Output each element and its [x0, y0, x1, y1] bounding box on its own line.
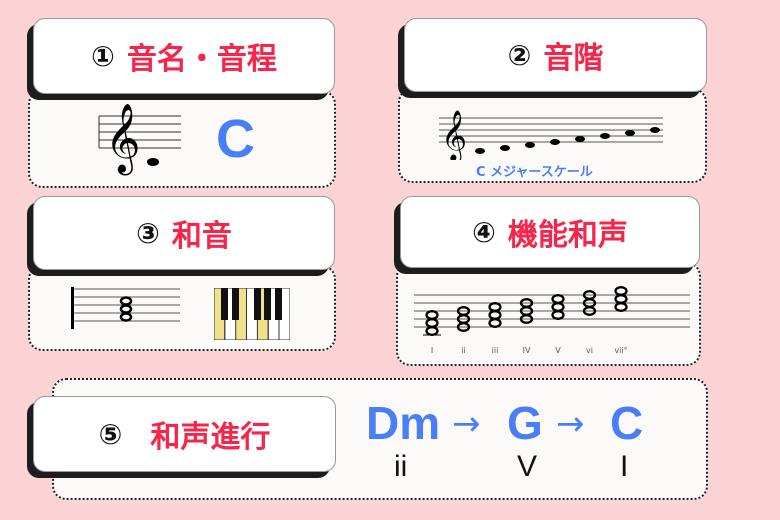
function-ii: ii	[394, 450, 408, 483]
chord-2	[456, 306, 471, 332]
number-1: ①	[91, 39, 115, 73]
arrow-2: →	[556, 404, 585, 444]
chord-3	[488, 302, 502, 328]
number-3: ③	[136, 216, 160, 250]
card-progression-header: ⑤ 和声進行	[33, 396, 336, 472]
chord-4	[519, 298, 534, 324]
chord-6	[582, 290, 597, 316]
function-v: V	[517, 450, 538, 483]
chord-dm: Dm	[366, 397, 441, 449]
roman-label: vii°	[614, 346, 627, 355]
chord-g: G	[507, 397, 543, 449]
chord-1	[423, 310, 441, 336]
chord-c: C	[610, 397, 644, 449]
title: 機能和声	[507, 218, 628, 253]
title: 和音	[171, 219, 232, 254]
card-chord-header: ③ 和音	[33, 196, 335, 270]
scale-label: C メジャースケール	[476, 165, 593, 180]
title: 音名・音程	[126, 42, 277, 77]
title: 音階	[543, 41, 604, 76]
chord-staff-icon	[71, 287, 180, 329]
function-i: I	[620, 450, 629, 483]
chord-7	[614, 286, 628, 312]
roman-label: IV	[523, 346, 531, 355]
arrow-1: →	[452, 404, 481, 444]
roman-label: ii	[461, 346, 465, 355]
piano-keyboard-icon	[214, 288, 290, 340]
roman-label: I	[431, 346, 433, 355]
number-2: ②	[507, 38, 532, 72]
roman-label: vi	[586, 346, 593, 355]
card-function-box	[396, 262, 701, 366]
roman-label: iii	[492, 346, 499, 355]
number-4: ④	[472, 215, 496, 249]
card-note-name-header: ① 音名・音程	[33, 18, 335, 94]
treble-staff-icon: 𝄞	[98, 103, 181, 175]
note-name-c: C	[216, 109, 255, 169]
svg-text:𝄞: 𝄞	[105, 103, 140, 175]
card-function-header: ④ 機能和声	[400, 196, 700, 268]
chord-5	[551, 294, 565, 320]
scale-staff-icon: 𝄞	[439, 110, 663, 160]
roman-label: V	[555, 346, 561, 355]
number-5: ⑤	[98, 417, 123, 451]
card-scale-header: ② 音階	[404, 18, 707, 92]
svg-text:𝄞: 𝄞	[441, 110, 467, 160]
title: 和声進行	[150, 420, 271, 455]
